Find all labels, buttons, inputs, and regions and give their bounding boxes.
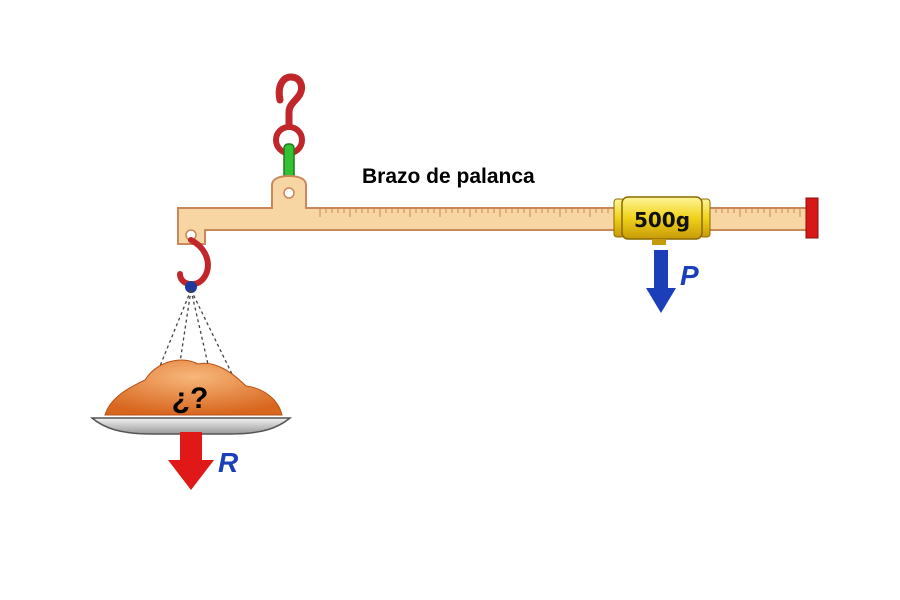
force-r-label: R (218, 447, 239, 478)
weight-label: 500g (634, 208, 690, 232)
beam-pivot-hole (283, 187, 295, 199)
force-p-label: P (680, 260, 699, 291)
force-p-arrow (646, 250, 676, 313)
force-r-arrow (168, 432, 214, 490)
lower-hook (177, 237, 211, 293)
load-pile (104, 359, 283, 416)
sliding-weight: 500g (613, 196, 711, 245)
unknown-label: ¿? (172, 382, 209, 415)
arm-label: Brazo de palanca (362, 165, 535, 188)
beam-scale (319, 209, 801, 217)
end-stop (805, 197, 819, 239)
top-hook (273, 73, 306, 156)
pan (89, 417, 293, 435)
